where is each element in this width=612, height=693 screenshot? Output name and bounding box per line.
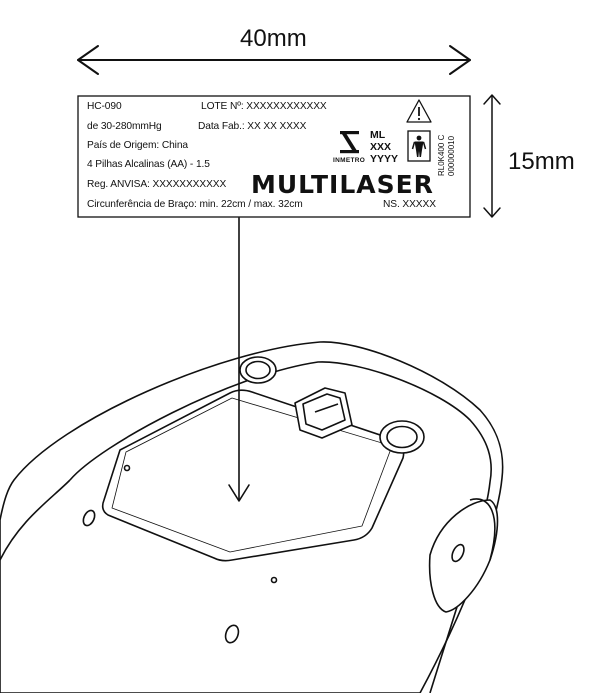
label-serial: NS. XXXXX xyxy=(383,199,436,210)
label-box xyxy=(77,95,471,218)
brand-logo-text: MULTILASER xyxy=(251,170,434,199)
label-lot: LOTE Nº: XXXXXXXXXXXX xyxy=(201,101,327,112)
battery-cover-inner xyxy=(111,397,393,553)
type-bf-person-icon xyxy=(407,130,431,162)
cuff-connector xyxy=(428,498,499,613)
inmetro-code-1: ML xyxy=(370,129,386,141)
label-anvisa: Reg. ANVISA: XXXXXXXXXXX xyxy=(87,179,227,190)
screw-hole xyxy=(82,509,96,527)
battery-latch xyxy=(294,387,353,439)
device-side-edge xyxy=(0,479,71,561)
side-code-2: 000000010 xyxy=(447,135,456,176)
side-code-1: RL0K400 C xyxy=(437,134,446,176)
label-origin: País de Origem: China xyxy=(87,140,188,151)
inmetro-code-2: XXX xyxy=(370,141,392,153)
label-batteries: 4 Pilhas Alcalinas (AA) - 1.5 xyxy=(87,159,210,170)
height-dimension-arrow xyxy=(483,94,501,218)
inmetro-code-3: YYYY xyxy=(370,153,399,165)
width-dimension-arrow xyxy=(77,45,471,75)
label-model: HC-090 xyxy=(87,101,122,112)
inmetro-logo-icon xyxy=(340,131,359,154)
label-circumference: Circunferência de Braço: min. 22cm / max… xyxy=(87,199,303,210)
screw-hole xyxy=(224,624,240,644)
width-dimension-label: 40mm xyxy=(240,25,307,52)
device-body xyxy=(0,341,504,693)
small-hole xyxy=(123,464,131,472)
round-button-left xyxy=(239,356,277,384)
pointer-arrow xyxy=(228,217,250,502)
warning-triangle-icon xyxy=(406,99,432,123)
height-dimension-label: 15mm xyxy=(508,148,575,175)
round-button-right xyxy=(379,420,425,454)
label-range: de 30-280mmHg xyxy=(87,121,162,132)
label-manufacture-date: Data Fab.: XX XX XXXX xyxy=(198,121,307,132)
small-hole xyxy=(270,576,278,584)
inmetro-text: INMETRO xyxy=(333,157,366,164)
